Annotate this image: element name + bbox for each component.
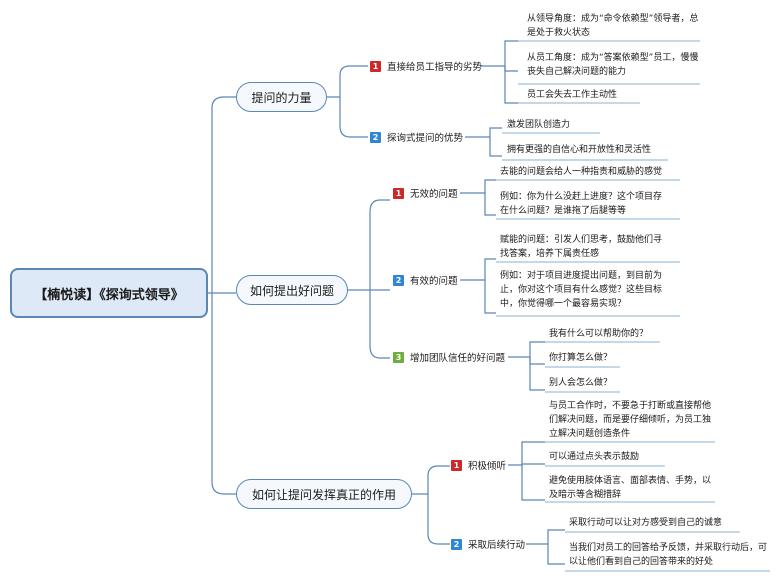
leaf-what-will-you-do[interactable]: 你打算怎么做？ [549, 353, 613, 363]
leaf-what-would-others-do[interactable]: 别人会怎么做？ [549, 378, 613, 388]
leaf-show-sincerity[interactable]: 采取行动可以让对方感受到自己的诚意 [569, 518, 723, 528]
main-topic-make-questions-work[interactable]: 如何让提问发挥真正的作用 [236, 479, 412, 509]
leaf-empowering-questions[interactable]: 赋能的问题：引发人们思考，鼓励他们寻找答案，培养下属责任感 [500, 235, 663, 259]
subtopic-ineffective-questions[interactable]: 1 无效的问题 [393, 186, 458, 200]
subtopic-label: 采取后续行动 [468, 540, 526, 551]
leaf-lose-initiative[interactable]: 员工会失去工作主动性 [527, 90, 618, 100]
main-topic-label: 如何提出好问题 [249, 283, 334, 298]
subtopic-label: 增加团队信任的好问题 [410, 353, 506, 364]
leaf-confidence-openness[interactable]: 拥有更强的自信心和开放性和灵活性 [507, 145, 652, 155]
leaf-avoid-body-language[interactable]: 避免使用肢体语言、面部表情、手势，以及暗示等含糊措辞 [549, 476, 712, 500]
priority-2-icon: 2 [451, 538, 462, 550]
priority-1-icon: 1 [370, 60, 381, 72]
priority-1-icon: 1 [393, 187, 404, 199]
leaf-employee-perspective[interactable]: 从员工角度：成为“答案依赖型”员工，慢慢丧失自己解决问题的能力 [527, 53, 699, 77]
subtopic-label: 探询式提问的优势 [387, 133, 464, 144]
leaf-feedback-action[interactable]: 当我们对员工的回答给予反馈，并采取行动后，可以让他们看到自己的回答带来的好处 [569, 543, 768, 567]
priority-1-icon: 1 [451, 459, 462, 471]
leaf-leader-perspective[interactable]: 从领导角度：成为“命令依赖型”领导者，总是处于救火状态 [527, 14, 699, 38]
leaf-team-creativity[interactable]: 激发团队创造力 [507, 120, 571, 130]
main-topic-ask-good-questions[interactable]: 如何提出好问题 [236, 275, 348, 305]
subtopic-label: 无效的问题 [410, 189, 458, 200]
root-topic-label: 【楠悦读】《探询式领导》 [34, 287, 184, 303]
main-topic-label: 提问的力量 [251, 90, 312, 105]
leaf-disempowering-questions[interactable]: 去能的问题会给人一种指责和威胁的感觉 [500, 167, 663, 177]
priority-2-icon: 2 [393, 274, 404, 286]
leaf-ineffective-example[interactable]: 例如：你为什么没赶上进度？这个项目存在什么问题？是谁拖了后腿等等 [500, 192, 663, 216]
priority-3-icon: 3 [393, 351, 404, 363]
subtopic-label: 直接给员工指导的劣势 [387, 62, 483, 73]
leaf-effective-example[interactable]: 例如：对于项目进度提出问题，到目前为止，你对这个项目有什么感觉？这些目标中，你觉… [500, 271, 663, 309]
main-topic-power-of-questions[interactable]: 提问的力量 [236, 82, 327, 112]
subtopic-label: 有效的问题 [410, 276, 458, 287]
leaf-listen-carefully[interactable]: 与员工合作时，不要急于打断或直接帮他们解决问题，而是要仔细倾听，为员工独立解决问… [549, 401, 712, 439]
subtopic-trust-building-questions[interactable]: 3 增加团队信任的好问题 [393, 350, 505, 364]
leaf-nod-encouragement[interactable]: 可以通过点头表示鼓励 [549, 452, 640, 462]
subtopic-direct-guidance-disadvantages[interactable]: 1 直接给员工指导的劣势 [370, 59, 482, 73]
subtopic-label: 积极倾听 [468, 461, 507, 472]
leaf-how-can-i-help[interactable]: 我有什么可以帮助你的？ [549, 329, 649, 339]
priority-2-icon: 2 [370, 131, 381, 143]
subtopic-effective-questions[interactable]: 2 有效的问题 [393, 273, 458, 287]
root-topic[interactable]: 【楠悦读】《探询式领导》 [10, 268, 208, 318]
subtopic-inquiry-advantages[interactable]: 2 探询式提问的优势 [370, 130, 463, 144]
subtopic-follow-up-action[interactable]: 2 采取后续行动 [451, 537, 525, 551]
main-topic-label: 如何让提问发挥真正的作用 [251, 487, 396, 502]
subtopic-active-listening[interactable]: 1 积极倾听 [451, 458, 506, 472]
